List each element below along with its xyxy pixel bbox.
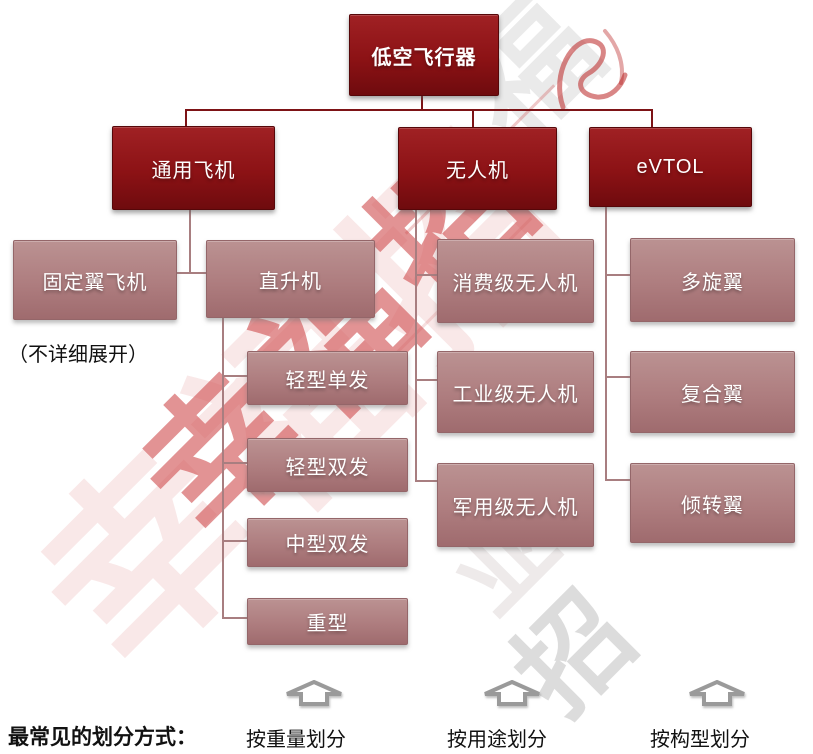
footer-label-by-use: 按用途划分	[447, 729, 547, 751]
node-tilt-wing: 倾转翼	[630, 463, 795, 543]
connector-line	[651, 109, 653, 128]
node-multirotor: 多旋翼	[630, 238, 795, 322]
connector-line	[415, 208, 417, 482]
node-evtol: eVTOL	[589, 127, 752, 207]
up-arrow-icon	[482, 679, 542, 706]
connector-line	[222, 375, 247, 377]
footer-caption: 最常见的划分方式：	[8, 726, 197, 749]
watermark-gray-char-3: 招	[492, 572, 658, 738]
connector-line	[605, 479, 630, 481]
connector-line	[605, 205, 607, 481]
connector-line	[222, 316, 224, 619]
connector-line	[185, 109, 653, 111]
up-arrow-icon	[284, 679, 344, 706]
node-military-uav: 军用级无人机	[437, 463, 594, 547]
fixed-wing-note: （不详细展开）	[8, 344, 148, 366]
connector-line	[605, 274, 630, 276]
connector-line	[421, 94, 423, 111]
node-uav: 无人机	[398, 127, 557, 210]
connector-line	[605, 376, 630, 378]
watermark-flourish-icon	[557, 29, 628, 110]
connector-line	[222, 617, 247, 619]
footer-label-by-config: 按构型划分	[650, 729, 750, 751]
connector-line	[185, 109, 187, 127]
connector-line	[415, 480, 437, 482]
connector-line	[189, 208, 191, 274]
node-fixed-wing: 固定翼飞机	[13, 240, 177, 320]
connector-line	[222, 462, 247, 464]
node-light-single-engine: 轻型单发	[247, 351, 408, 405]
node-helicopter: 直升机	[206, 240, 375, 318]
connector-line	[415, 379, 437, 381]
footer-label-by-weight: 按重量划分	[246, 729, 346, 751]
node-heavy: 重型	[247, 598, 408, 645]
connector-line	[175, 272, 206, 274]
node-consumer-uav: 消费级无人机	[437, 239, 594, 323]
connector-line	[415, 274, 437, 276]
node-light-twin-engine: 轻型双发	[247, 438, 408, 492]
node-industrial-uav: 工业级无人机	[437, 351, 594, 433]
connector-line	[222, 540, 247, 542]
node-general-aircraft: 通用飞机	[112, 126, 275, 210]
up-arrow-icon	[687, 679, 747, 706]
node-medium-twin-engine: 中型双发	[247, 518, 408, 567]
node-root: 低空飞行器	[349, 14, 499, 96]
node-compound-wing: 复合翼	[630, 351, 795, 433]
connector-line	[472, 109, 474, 128]
